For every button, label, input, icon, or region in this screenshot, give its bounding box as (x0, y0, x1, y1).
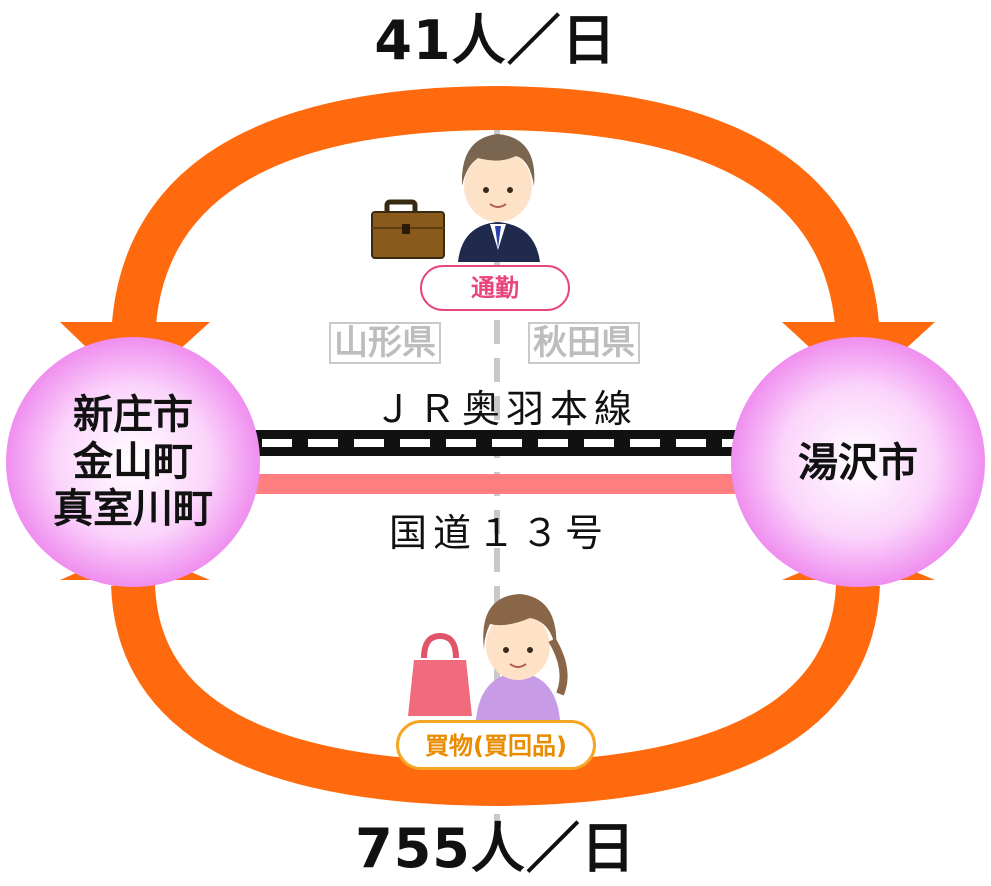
left-node-line: 金山町 (73, 439, 193, 486)
businessman-icon (458, 134, 540, 262)
right-node-label: 湯沢市 (745, 440, 971, 487)
shopper-woman-icon (476, 594, 568, 720)
prefecture-left-label: 山形県 (329, 322, 441, 364)
rail-route-label: ＪＲ奥羽本線 (374, 387, 639, 431)
left-node-line: 真室川町 (53, 486, 213, 533)
bottom-flow-count: 755人／日 (355, 817, 636, 880)
right-node-line: 湯沢市 (798, 440, 918, 486)
right-node-circle (731, 337, 985, 587)
top-flow-count: 41人／日 (374, 9, 617, 72)
road-route-label: 国道１３号 (389, 511, 610, 555)
road-line (250, 474, 750, 494)
bottom-flow-arrow (111, 583, 880, 807)
top-flow-arrow (111, 85, 880, 342)
left-node-label: 新庄市 金山町 真室川町 (20, 392, 246, 534)
left-node-line: 新庄市 (73, 392, 193, 438)
shopping-bag-icon (408, 632, 472, 716)
left-node-circle (6, 337, 260, 587)
shopping-purpose-pill: 買物(買回品) (396, 720, 596, 770)
prefecture-right-label: 秋田県 (528, 322, 640, 364)
commute-purpose-pill: 通勤 (420, 265, 570, 311)
briefcase-icon (371, 199, 445, 259)
